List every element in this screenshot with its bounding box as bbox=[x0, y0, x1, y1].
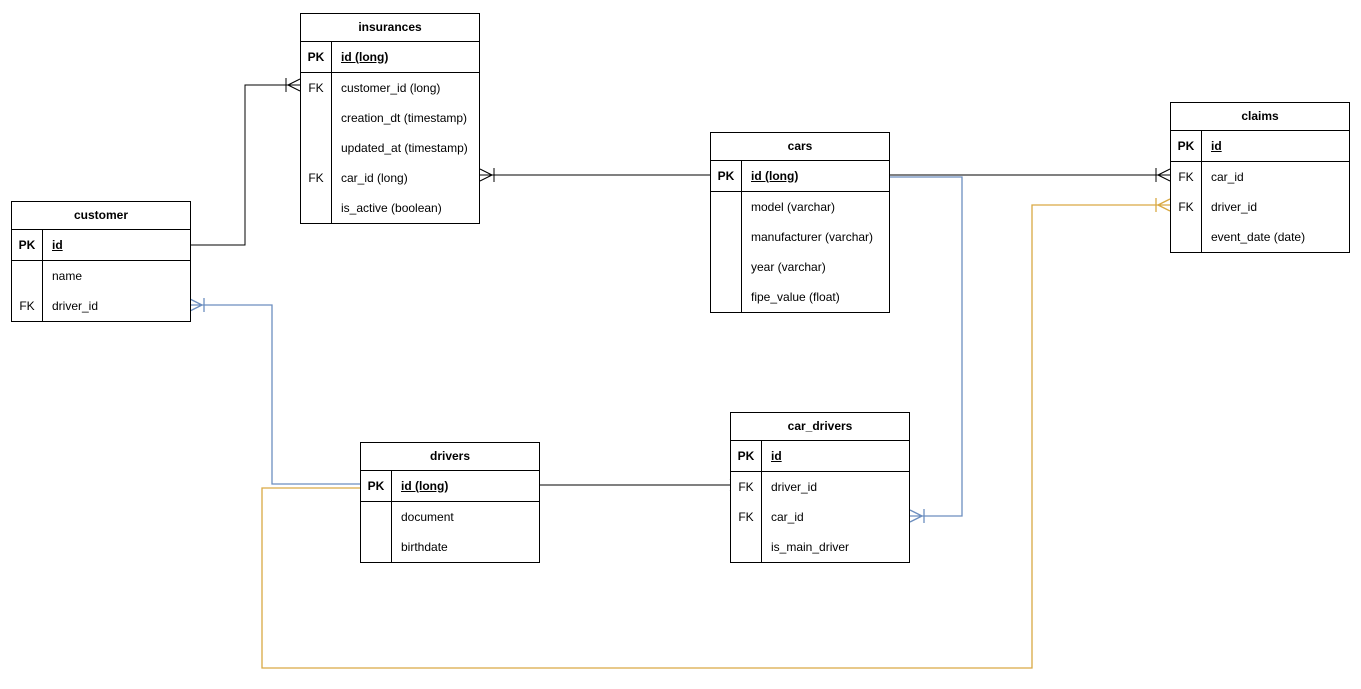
key-label bbox=[301, 103, 332, 133]
edge-cars-insurances[interactable] bbox=[479, 168, 710, 182]
table-row: is_active (boolean) bbox=[301, 193, 479, 223]
key-label bbox=[711, 192, 742, 222]
table-row: FK car_id bbox=[731, 502, 909, 532]
edge-customer-insurances[interactable] bbox=[190, 78, 301, 246]
key-label: PK bbox=[12, 230, 43, 260]
table-row: PK id (long) bbox=[301, 42, 479, 73]
table-row: document bbox=[361, 502, 539, 532]
table-row: FK car_id (long) bbox=[301, 163, 479, 193]
table-row: PK id (long) bbox=[711, 161, 889, 192]
field-label: car_id (long) bbox=[341, 171, 408, 185]
field-label: car_id bbox=[1211, 170, 1244, 184]
edge-drivers-customer[interactable] bbox=[189, 298, 360, 485]
entity-claims[interactable]: claims PK id FK car_id FK driver_id even… bbox=[1170, 102, 1350, 253]
table-row: updated_at (timestamp) bbox=[301, 133, 479, 163]
table-row: PK id (long) bbox=[361, 471, 539, 502]
table-row: fipe_value (float) bbox=[711, 282, 889, 312]
field-label: id (long) bbox=[751, 169, 799, 183]
table-row: name bbox=[12, 261, 190, 291]
key-label bbox=[361, 532, 392, 562]
field-label: driver_id bbox=[771, 480, 818, 494]
table-row: FK car_id bbox=[1171, 162, 1349, 192]
field-label: id (long) bbox=[401, 479, 449, 493]
entity-customer[interactable]: customer PK id name FK driver_id bbox=[11, 201, 191, 322]
edge-cars-claims[interactable] bbox=[890, 168, 1171, 182]
edge-cars-car-drivers[interactable] bbox=[890, 176, 963, 523]
table-row: FK driver_id bbox=[12, 291, 190, 321]
field-label: model (varchar) bbox=[751, 200, 836, 214]
key-label bbox=[711, 252, 742, 282]
key-label: PK bbox=[1171, 131, 1202, 161]
field-label: creation_dt (timestamp) bbox=[341, 111, 468, 125]
key-label: FK bbox=[12, 291, 43, 321]
table-row: is_main_driver bbox=[731, 532, 909, 562]
key-label: FK bbox=[731, 472, 762, 502]
field-label: year (varchar) bbox=[751, 260, 826, 274]
table-row: FK customer_id (long) bbox=[301, 73, 479, 103]
table-title: car_drivers bbox=[731, 413, 909, 441]
table-row: year (varchar) bbox=[711, 252, 889, 282]
table-row: birthdate bbox=[361, 532, 539, 562]
table-row: model (varchar) bbox=[711, 192, 889, 222]
field-label: id bbox=[1211, 139, 1222, 153]
key-label: PK bbox=[711, 161, 742, 191]
table-title: customer bbox=[12, 202, 190, 230]
key-label: PK bbox=[301, 42, 332, 72]
table-row: manufacturer (varchar) bbox=[711, 222, 889, 252]
field-label: id bbox=[52, 238, 63, 252]
field-label: is_main_driver bbox=[771, 540, 850, 554]
field-label: name bbox=[52, 269, 83, 283]
field-label: id (long) bbox=[341, 50, 389, 64]
table-row: FK driver_id bbox=[731, 472, 909, 502]
table-row: FK driver_id bbox=[1171, 192, 1349, 222]
field-label: car_id bbox=[771, 510, 804, 524]
table-title: insurances bbox=[301, 14, 479, 42]
key-label: FK bbox=[731, 502, 762, 532]
table-title: drivers bbox=[361, 443, 539, 471]
table-title: cars bbox=[711, 133, 889, 161]
key-label bbox=[731, 532, 762, 562]
key-label bbox=[361, 502, 392, 532]
key-label: FK bbox=[301, 73, 332, 103]
key-label: PK bbox=[731, 441, 762, 471]
field-label: manufacturer (varchar) bbox=[751, 230, 874, 244]
table-title: claims bbox=[1171, 103, 1349, 131]
field-label: driver_id bbox=[1211, 200, 1258, 214]
field-label: fipe_value (float) bbox=[751, 290, 840, 304]
entity-drivers[interactable]: drivers PK id (long) document birthdate bbox=[360, 442, 540, 563]
key-label bbox=[1171, 222, 1202, 252]
entity-insurances[interactable]: insurances PK id (long) FK customer_id (… bbox=[300, 13, 480, 224]
entity-car-drivers[interactable]: car_drivers PK id FK driver_id FK car_id… bbox=[730, 412, 910, 563]
key-label: PK bbox=[361, 471, 392, 501]
entity-cars[interactable]: cars PK id (long) model (varchar) manufa… bbox=[710, 132, 890, 313]
field-label: document bbox=[401, 510, 454, 524]
key-label bbox=[12, 261, 43, 291]
edge-drivers-claims[interactable] bbox=[261, 198, 1171, 669]
field-label: id bbox=[771, 449, 782, 463]
key-label bbox=[301, 193, 332, 223]
key-label: FK bbox=[1171, 192, 1202, 222]
field-label: is_active (boolean) bbox=[341, 201, 442, 215]
table-row: PK id bbox=[1171, 131, 1349, 162]
key-label bbox=[301, 133, 332, 163]
key-label: FK bbox=[301, 163, 332, 193]
field-label: event_date (date) bbox=[1211, 230, 1306, 244]
table-row: PK id bbox=[12, 230, 190, 261]
table-row: creation_dt (timestamp) bbox=[301, 103, 479, 133]
table-row: PK id bbox=[731, 441, 909, 472]
field-label: customer_id (long) bbox=[341, 81, 441, 95]
field-label: updated_at (timestamp) bbox=[341, 141, 468, 155]
field-label: birthdate bbox=[401, 540, 448, 554]
edge-drivers-car-drivers[interactable] bbox=[540, 478, 745, 492]
field-label: driver_id bbox=[52, 299, 99, 313]
key-label bbox=[711, 282, 742, 312]
key-label bbox=[711, 222, 742, 252]
table-row: event_date (date) bbox=[1171, 222, 1349, 252]
key-label: FK bbox=[1171, 162, 1202, 192]
